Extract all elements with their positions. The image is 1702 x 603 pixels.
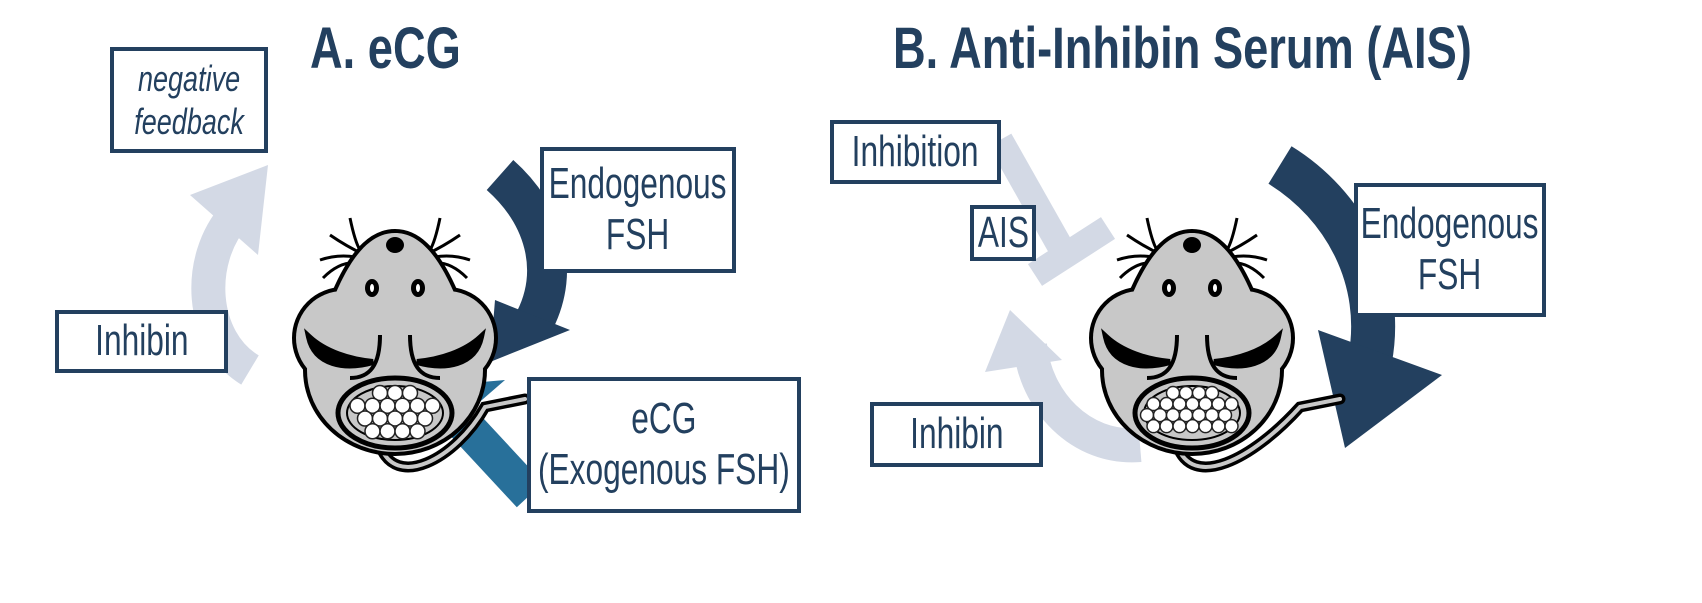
follicle <box>1159 418 1174 434</box>
negative-text: negative <box>137 57 241 99</box>
follicle <box>401 384 419 402</box>
exogenous-fsh-text: (Exogenous FSH) <box>538 445 790 494</box>
follicle <box>1198 418 1213 434</box>
inhibin-arrow-b <box>985 310 1142 463</box>
inhibin-text: Inhibin <box>909 409 1004 459</box>
panel-b-title: B. Anti-Inhibin Serum (AIS) <box>893 16 1472 81</box>
follicle <box>1185 418 1200 434</box>
follicle <box>1146 418 1161 434</box>
follicle <box>416 410 434 427</box>
inhibin-label-a: Inhibin <box>55 310 228 373</box>
follicle <box>424 397 441 414</box>
negative-feedback-arrow <box>190 165 268 385</box>
follicle <box>1211 418 1226 434</box>
ais-text: AIS <box>977 207 1029 257</box>
feedback-text: feedback <box>134 101 244 142</box>
inhibition-text: Inhibition <box>852 126 979 176</box>
follicle <box>379 423 396 440</box>
inhibition-label: Inhibition <box>830 120 1001 184</box>
follicle <box>1172 418 1187 434</box>
follicle <box>1204 385 1220 401</box>
panel-a-title: A. eCG <box>310 16 461 81</box>
inhibin-text: Inhibin <box>94 316 189 366</box>
follicle <box>364 423 381 440</box>
ecg-text: eCG <box>631 394 697 444</box>
ais-label: AIS <box>970 205 1036 261</box>
mouse-b <box>1089 217 1346 473</box>
follicle <box>394 423 411 440</box>
fsh-text: FSH <box>1418 250 1482 299</box>
mouse-a <box>292 217 531 473</box>
endogenous-text: Endogenous <box>1361 199 1539 249</box>
follicle <box>1217 407 1233 423</box>
inhibin-label-b: Inhibin <box>870 402 1043 467</box>
follicle <box>409 423 426 440</box>
inhibition-blocker <box>988 133 1116 286</box>
fsh-text: FSH <box>606 210 670 259</box>
ecg-label: eCG(Exogenous FSH) <box>527 377 801 513</box>
follicle <box>1224 396 1239 412</box>
endogenous-text: Endogenous <box>549 159 727 209</box>
follicle <box>1224 418 1239 434</box>
